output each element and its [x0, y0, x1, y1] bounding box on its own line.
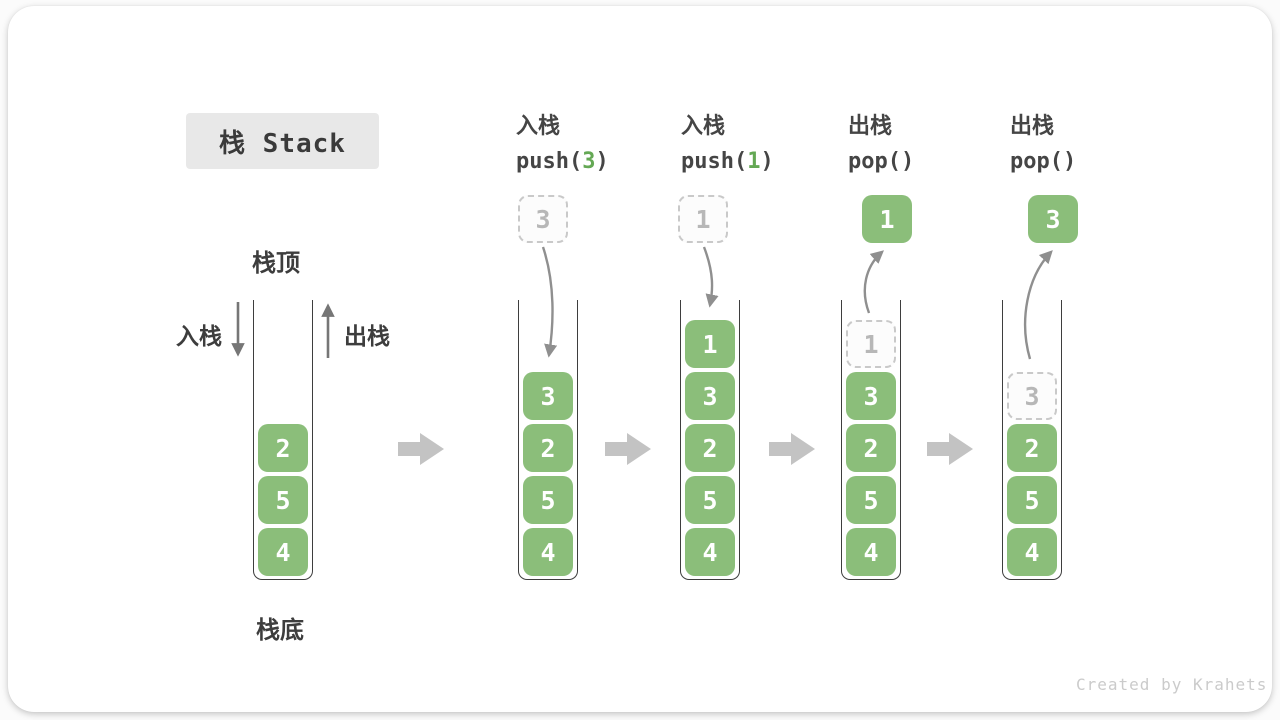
title-text: 栈 Stack	[219, 128, 346, 159]
floating-cell-push-3: 3	[518, 195, 568, 243]
stack-cell-2: 2	[685, 424, 735, 472]
stack-cell-4: 4	[523, 528, 573, 576]
stack-well-push-3	[518, 300, 578, 580]
stack-top-label: 栈顶	[252, 250, 300, 277]
step-code-label: push(3)	[516, 149, 609, 174]
stack-cell-4: 4	[685, 528, 735, 576]
step-action-label: 入栈	[516, 113, 561, 138]
step-header-pop-1: 出栈 pop()	[848, 108, 914, 174]
stack-bottom-label: 栈底	[256, 617, 304, 644]
step-action-label: 出栈	[848, 113, 893, 138]
floating-cell-pop-3: 3	[1028, 195, 1078, 243]
title-badge: 栈 Stack	[186, 113, 379, 169]
step-action-label: 入栈	[681, 113, 726, 138]
stack-cell-5: 5	[846, 476, 896, 524]
stack-cell-2: 2	[846, 424, 896, 472]
step-header-push-3: 入栈 push(3)	[516, 108, 609, 174]
card-background	[8, 6, 1272, 712]
watermark: Created by Krahets	[1076, 675, 1268, 694]
stack-cell-2: 2	[258, 424, 308, 472]
stack-cell-5: 5	[523, 476, 573, 524]
step-header-pop-3: 出栈 pop()	[1010, 108, 1076, 174]
stack-cell-3: 3	[523, 372, 573, 420]
stack-cell-5: 5	[258, 476, 308, 524]
step-header-push-1: 入栈 push(1)	[681, 108, 774, 174]
stack-cell-5: 5	[1007, 476, 1057, 524]
stack-well-push-1	[680, 300, 740, 580]
step-code-label: pop()	[1010, 149, 1077, 174]
step-code-label: pop()	[848, 149, 915, 174]
step-action-label: 出栈	[1010, 113, 1055, 138]
floating-cell-pop-1: 1	[862, 195, 912, 243]
floating-cell-push-1: 1	[678, 195, 728, 243]
ghost-cell-1: 1	[846, 320, 896, 368]
stack-cell-5: 5	[685, 476, 735, 524]
stack-well-pop-1	[841, 300, 901, 580]
stack-cell-4: 4	[258, 528, 308, 576]
stack-cell-2: 2	[1007, 424, 1057, 472]
stack-well-pop-3	[1002, 300, 1062, 580]
stack-cell-2: 2	[523, 424, 573, 472]
stack-cell-3: 3	[685, 372, 735, 420]
stack-cell-3: 3	[846, 372, 896, 420]
stack-cell-4: 4	[1007, 528, 1057, 576]
push-side-label: 入栈	[176, 323, 222, 349]
pop-side-label: 出栈	[344, 323, 390, 349]
ghost-cell-3: 3	[1007, 372, 1057, 420]
stack-cell-1: 1	[685, 320, 735, 368]
step-code-label: push(1)	[681, 149, 774, 174]
stack-well-initial	[253, 300, 313, 580]
stack-cell-4: 4	[846, 528, 896, 576]
